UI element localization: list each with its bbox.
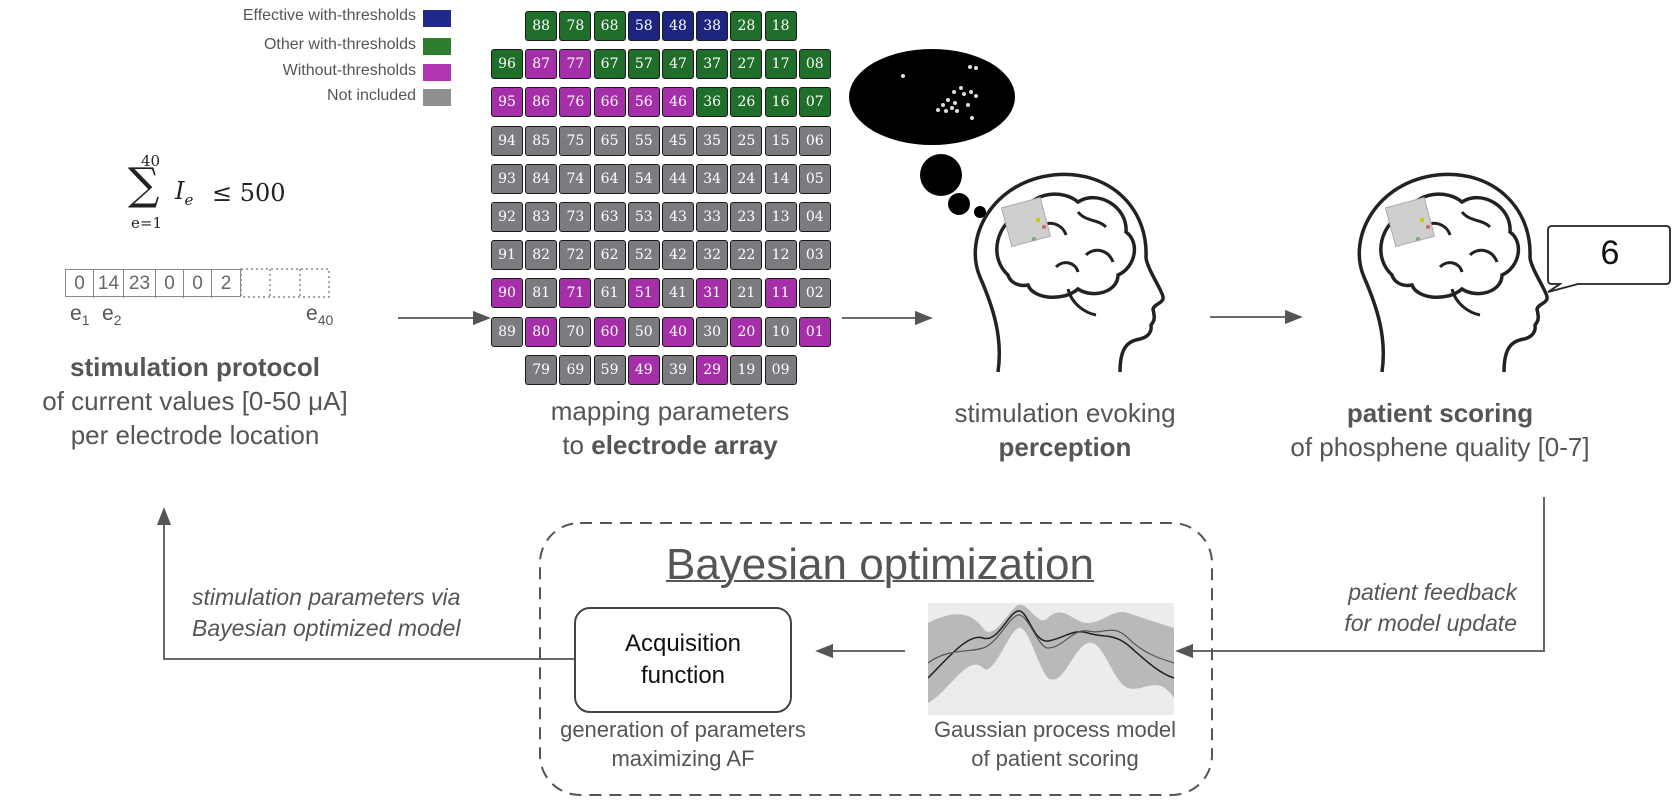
protocol-value-2: 14 (94, 270, 124, 298)
array-caption: mapping parameters to electrode array (480, 394, 860, 462)
label-e2: e2 (102, 302, 122, 329)
perception-caption: stimulation evoking perception (915, 396, 1215, 464)
scoring-caption: patient scoring of phosphene quality [0-… (1260, 396, 1620, 464)
legend-swatch-without (423, 64, 451, 81)
protocol-value-3: 23 (124, 270, 156, 298)
head-1 (973, 172, 1165, 373)
legend-swatch-other (423, 38, 451, 55)
protocol-vector: 0 14 23 0 0 2 (65, 269, 241, 298)
perception-line2: perception (998, 432, 1132, 462)
gp-caption-line2: of patient scoring (971, 746, 1139, 771)
arrow-feedback (1175, 497, 1545, 659)
bayesian-optimization-box (539, 522, 1213, 796)
array-caption-line2: to electrode array (562, 430, 778, 460)
protocol-line2: of current values [0-50 μA] (42, 386, 348, 416)
feedback-note: patient feedback for model update (1280, 577, 1517, 639)
params-line1: stimulation parameters via (192, 584, 461, 610)
params-line2: Bayesian optimized model (192, 615, 461, 641)
protocol-title: stimulation protocol (70, 352, 320, 382)
formula-sum-lower: e=1 (131, 214, 162, 232)
protocol-line3: per electrode location (70, 420, 320, 450)
formula-limit: ≤ 500 (212, 179, 286, 207)
acquisition-function-box: Acquisition function (574, 607, 792, 713)
label-e1: e1 (70, 302, 90, 329)
protocol-vector-continuation (240, 268, 330, 298)
scoring-title: patient scoring (1346, 398, 1534, 428)
legend-label-other: Other with-thresholds (263, 36, 416, 53)
legend-swatch-not-included (423, 89, 451, 106)
af-caption-line1: generation of parameters (560, 717, 806, 742)
gp-caption-line1: Gaussian process model (933, 717, 1177, 742)
thought-bubble (849, 49, 1015, 218)
legend-label-without: Without-thresholds (282, 62, 416, 79)
af-line1: Acquisition (624, 630, 742, 657)
bo-title: Bayesian optimization (665, 540, 1094, 589)
score-speech-bubble (1547, 225, 1671, 293)
feedback-line1: patient feedback (1348, 579, 1517, 605)
formula-current: Ie (175, 177, 194, 209)
params-note: stimulation parameters via Bayesian opti… (192, 582, 522, 644)
formula-sum-sign: ∑ (128, 159, 160, 210)
protocol-value-5: 0 (184, 270, 212, 298)
gaussian-process-plot (928, 603, 1174, 715)
legend-label-not-included: Not included (327, 87, 416, 104)
head-2 (1357, 172, 1549, 373)
legend-swatch-effective (423, 10, 451, 27)
protocol-caption: stimulation protocol of current values [… (0, 350, 390, 452)
formula-sum-upper: 40 (141, 152, 161, 170)
af-caption-line2: maximizing AF (611, 746, 755, 771)
label-e40: e40 (306, 302, 334, 329)
gp-caption: Gaussian process model of patient scorin… (905, 715, 1205, 773)
feedback-line2: for model update (1344, 610, 1517, 636)
protocol-value-6: 2 (220, 273, 232, 294)
arrow-params-to-protocol (156, 507, 574, 660)
perception-line1: stimulation evoking (954, 398, 1176, 428)
af-caption: generation of parameters maximizing AF (533, 715, 833, 773)
scoring-line2: of phosphene quality [0-7] (1290, 432, 1590, 462)
protocol-value-4: 0 (156, 270, 184, 298)
legend-label-effective: Effective with-thresholds (242, 7, 416, 24)
protocol-value-1: 0 (66, 270, 94, 298)
array-caption-bold: electrode array (591, 430, 778, 460)
array-caption-line1: mapping parameters (550, 396, 790, 426)
af-line2: function (640, 662, 726, 689)
patient-score-value: 6 (1600, 234, 1620, 272)
